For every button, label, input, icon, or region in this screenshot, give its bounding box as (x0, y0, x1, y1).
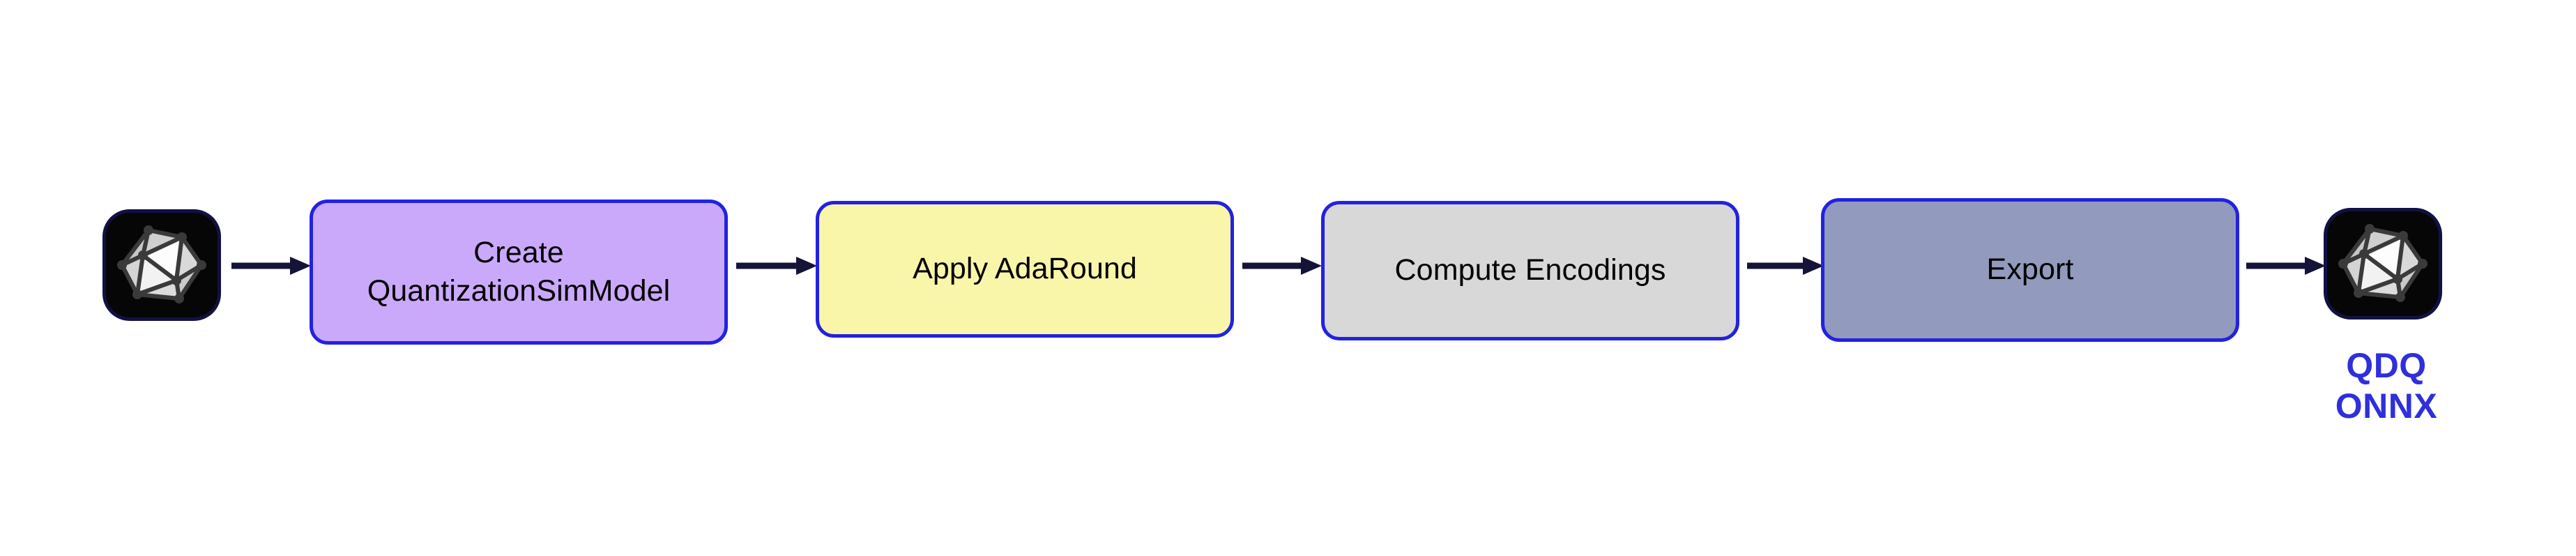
arrow-adaround-to-encodings (1242, 255, 1325, 276)
onnx-polyhedron-icon (117, 225, 206, 303)
arrow-create-to-adaround (736, 255, 820, 276)
output-model-caption: QDQ ONNX (2335, 346, 2438, 426)
step-label: Create QuantizationSimModel (367, 235, 671, 308)
step-create-quantizationsimmodel[interactable]: Create QuantizationSimModel (310, 200, 728, 345)
step-label: Export (1986, 253, 2074, 287)
input-onnx-model-icon (106, 213, 218, 317)
step-label: Apply AdaRound (913, 252, 1137, 286)
step-apply-adaround[interactable]: Apply AdaRound (816, 201, 1234, 338)
step-compute-encodings[interactable]: Compute Encodings (1321, 201, 1739, 340)
step-export[interactable]: Export (1821, 198, 2239, 342)
output-onnx-model-icon (2327, 211, 2439, 316)
step-label: Compute Encodings (1394, 253, 1666, 287)
arrow-input-to-create (231, 255, 314, 276)
arrow-encodings-to-export (1747, 255, 1827, 276)
onnx-polyhedron-icon (2338, 224, 2428, 302)
arrow-export-to-output (2246, 255, 2329, 276)
